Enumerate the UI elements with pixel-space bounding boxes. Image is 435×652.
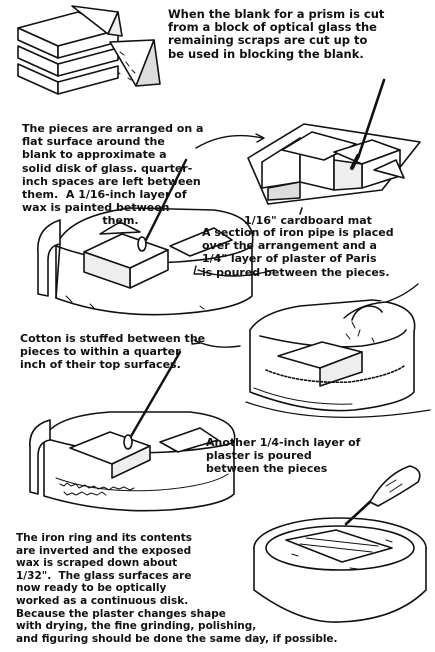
caption-another-layer: Another 1/4-inch layer of plaster is pou… (206, 436, 361, 476)
caption-inverted-ring: The iron ring and its contents are inver… (16, 532, 338, 645)
wax-painting-ring-drawing (37, 158, 254, 316)
caption-iron-pipe: A section of iron pipe is placed over th… (202, 226, 394, 279)
caption-blank-scraps: When the blank for a prism is cut from a… (168, 7, 385, 61)
caption-pieces-arranged: The pieces are arranged on a flat surfac… (22, 122, 204, 228)
glass-block-slices-drawing (17, 5, 161, 95)
caption-cotton: Cotton is stuffed between the pieces to … (20, 332, 206, 372)
plaster-pour-ring-drawing (245, 283, 431, 418)
step-arrows (191, 133, 275, 348)
cotton-plaster-ring-drawing (29, 350, 236, 512)
label-cardboard-mat: 1/16" cardboard mat (244, 214, 372, 227)
inverted-ring-scraping-drawing (253, 465, 427, 623)
pieces-on-mat-drawing (247, 78, 421, 215)
arrow-panel-4-to-5 (193, 339, 241, 348)
arrow-panel-3-to-4 (197, 269, 275, 277)
arrow-panel-1-to-2 (195, 134, 263, 149)
